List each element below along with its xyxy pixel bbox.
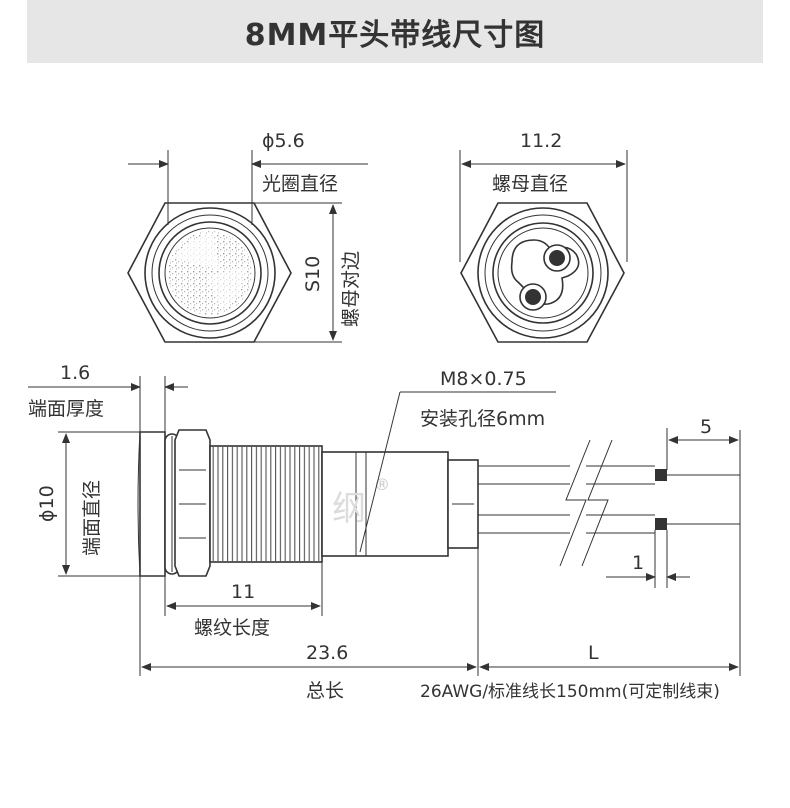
rear-inner-ring — [484, 214, 602, 332]
end-thickness-value: 1.6 — [60, 362, 90, 384]
side-view: 纲 ® — [28, 362, 741, 702]
total-length-label: 总长 — [306, 680, 344, 702]
total-length-value: 23.6 — [306, 642, 348, 664]
lens-ring — [164, 227, 256, 319]
flange — [139, 431, 166, 577]
nut-diameter-value: 11.2 — [520, 130, 562, 152]
pin-terminal-bottom — [525, 289, 541, 305]
page-title: 8MM平头带线尺寸图 — [244, 17, 546, 53]
break-mark — [559, 439, 591, 567]
nut-diameter-label: 螺母直径 — [492, 173, 568, 195]
title-bar: 8MM平头带线尺寸图 — [27, 0, 763, 63]
wire-length-value: L — [588, 642, 599, 664]
end-diameter-value: ϕ10 — [36, 485, 58, 522]
rear-body — [321, 451, 449, 557]
front-view-lens: ϕ5.6 光圈直径 S10 螺母对边 — [127, 130, 368, 343]
lens-highlight — [172, 232, 220, 270]
pin-terminal-top — [549, 250, 565, 266]
across-flats-label: 螺母对边 — [340, 251, 362, 327]
strip-length-value: 5 — [700, 416, 712, 438]
thread-lines — [210, 446, 322, 562]
rear-bezel-inner — [497, 227, 589, 319]
across-flats-value: S10 — [302, 256, 324, 292]
thread-spec: M8×0.75 — [440, 368, 527, 390]
aperture-dim-value: ϕ5.6 — [262, 130, 305, 152]
side-hex-nut — [174, 429, 211, 577]
thread-spec-leader — [359, 391, 401, 553]
end-diameter-label: 端面直径 — [81, 480, 103, 556]
hole-label: 安装孔径6mm — [420, 408, 545, 430]
wire-length-label: 26AWG/标准线长150mm(可定制线束) — [420, 682, 720, 702]
thread-length-value: 11 — [231, 581, 255, 603]
end-thickness-label: 端面厚度 — [28, 398, 104, 420]
watermark: 纲 — [332, 489, 366, 529]
thread-length-label: 螺纹长度 — [194, 617, 270, 639]
lens-highlight-2 — [206, 266, 246, 312]
wire-upper — [478, 465, 740, 485]
wire-lower — [478, 514, 740, 534]
rear-view-pins: 11.2 螺母直径 — [459, 130, 628, 343]
end-face-inner-ring — [151, 214, 269, 332]
tin-length-value: 1 — [632, 552, 644, 574]
aperture-dim-label: 光圈直径 — [262, 173, 338, 195]
